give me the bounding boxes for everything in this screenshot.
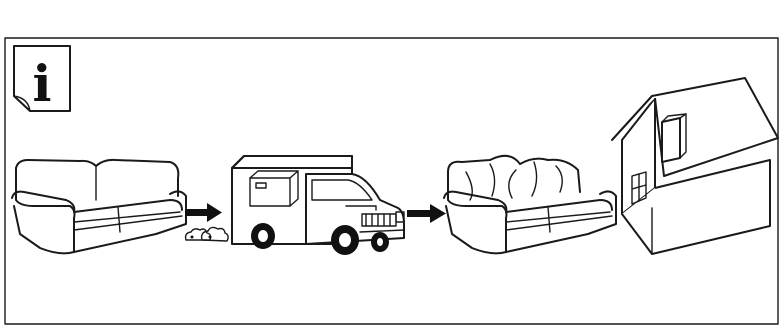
information-icon: i: [14, 46, 70, 113]
arrow-right-icon: [185, 203, 222, 222]
sofa-icon: [12, 160, 186, 253]
info-glyph: i: [33, 54, 52, 113]
delivery-truck-icon: [232, 156, 404, 255]
exhaust-cloud-icon: [186, 227, 229, 241]
house-icon: [612, 78, 778, 254]
panel-frame: [5, 38, 778, 324]
covered-sofa-icon: [444, 156, 616, 254]
arrow-right-icon: [407, 204, 446, 223]
